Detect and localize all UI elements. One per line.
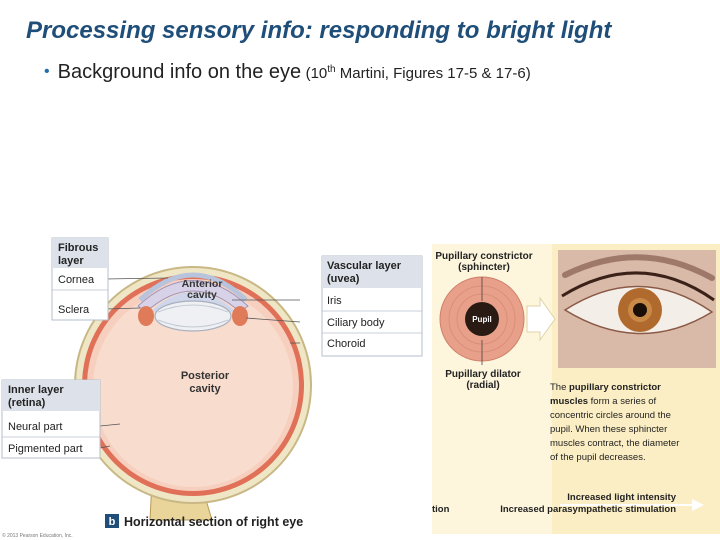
label-dilator-line2: (radial) xyxy=(466,380,499,391)
constrictor-description: The pupillary constrictor muscles form a… xyxy=(550,382,679,463)
label-pupil: Pupil xyxy=(472,315,492,324)
lens-fiber xyxy=(157,319,229,328)
bullet-reference-open: (10 xyxy=(305,65,328,82)
lens-fiber xyxy=(157,304,229,313)
slide-title: Processing sensory info: responding to b… xyxy=(26,17,612,44)
label-ciliary-body: Ciliary body xyxy=(327,317,385,329)
eye-section-figure xyxy=(74,266,312,521)
label-parasympathetic: Increased parasympathetic stimulation xyxy=(500,504,676,515)
bullet-reference-sup: th xyxy=(327,64,336,75)
eye-photo-eyelashes xyxy=(561,271,715,302)
description-line5: muscles contract, the diameter xyxy=(550,438,679,449)
label-sclera: Sclera xyxy=(58,304,90,316)
description-line1a: The xyxy=(550,382,569,393)
ciliary-body-right xyxy=(232,306,248,326)
inner-header-line1: Inner layer xyxy=(8,384,64,396)
label-posterior-line1: Posterior xyxy=(181,370,230,382)
caption-letter: b xyxy=(109,516,116,528)
label-increased-light: Increased light intensity xyxy=(567,492,676,503)
vascular-header-bg xyxy=(322,256,422,288)
inner-header-bg xyxy=(2,380,100,411)
light-intensity-arrow xyxy=(560,499,704,511)
caption-letter-badge xyxy=(105,514,119,528)
label-cornea: Cornea xyxy=(58,274,95,286)
label-dilator-line1: Pupillary dilator xyxy=(445,369,521,380)
label-iris: Iris xyxy=(327,295,342,307)
eye-photo-pupil xyxy=(633,303,647,317)
label-posterior-line2: cavity xyxy=(189,383,221,395)
posterior-cavity xyxy=(93,287,293,487)
inner-header-line2: (retina) xyxy=(8,397,46,409)
bullet-dot: • xyxy=(44,63,50,80)
bullet-reference: (10th Martini, Figures 17-5 & 17-6) xyxy=(305,64,531,82)
bullet-item: • Background info on the eye (10th Martin… xyxy=(44,61,531,84)
fibrous-header-bg xyxy=(52,238,108,268)
cornea-layer xyxy=(138,272,248,302)
leader-lines-left xyxy=(99,277,301,449)
fibrous-header-line2: layer xyxy=(58,255,84,267)
label-constrictor-line1: Pupillary constrictor xyxy=(435,251,532,262)
pupil-panel: Pupil xyxy=(432,244,720,534)
label-neural-part: Neural part xyxy=(8,421,62,433)
label-anterior-line2: cavity xyxy=(187,289,217,301)
lens xyxy=(154,300,232,332)
description-line2b: form a series of xyxy=(588,396,656,407)
label-anterior-line1: Anterior xyxy=(182,278,223,290)
fibrous-header-line1: Fibrous xyxy=(58,242,98,254)
label-pigmented-part: Pigmented part xyxy=(8,443,83,455)
vascular-header-line2: (uvea) xyxy=(327,273,360,285)
pupil-circle xyxy=(465,302,499,336)
eye-photo-eyebrow xyxy=(562,254,715,281)
description-line2: muscles form a series of xyxy=(550,396,656,407)
arrow-right-icon xyxy=(526,296,556,342)
ciliary-body-left xyxy=(138,306,154,326)
bullet-main-text: Background info on the eye xyxy=(57,61,302,83)
label-cut-text: tion xyxy=(432,504,450,515)
bullet-reference-rest: Martini, Figures 17-5 & 17-6) xyxy=(335,65,531,82)
description-line2a: muscles xyxy=(550,396,588,407)
figure-caption: Horizontal section of right eye xyxy=(124,515,303,529)
description-line1b: pupillary constrictor xyxy=(569,382,661,393)
description-line6: of the pupil decreases. xyxy=(550,452,646,463)
vascular-header-line1: Vascular layer xyxy=(327,260,402,272)
label-choroid: Choroid xyxy=(327,338,366,350)
description-line4: pupil. When these sphincter xyxy=(550,424,667,435)
description-line1: The pupillary constrictor xyxy=(550,382,661,393)
label-constrictor-line2: (sphincter) xyxy=(458,262,510,273)
copyright-notice: © 2013 Pearson Education, Inc. xyxy=(2,532,73,539)
description-line3: concentric circles around the xyxy=(550,410,671,421)
